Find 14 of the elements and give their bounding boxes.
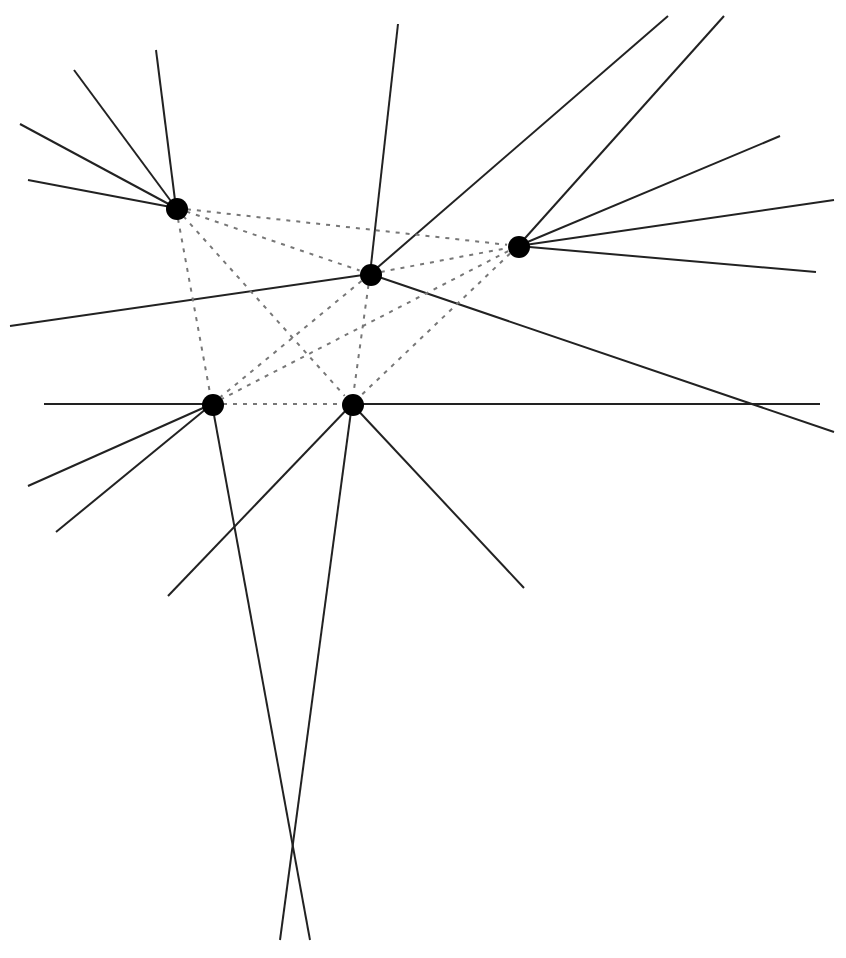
point-dot <box>507 235 529 257</box>
dotted-line <box>222 403 342 405</box>
dotted-line <box>220 250 510 400</box>
dotted-line <box>182 215 346 397</box>
dotted-line <box>219 280 363 398</box>
dotted-line <box>379 247 509 273</box>
dotted-line <box>177 217 211 395</box>
point-dot <box>165 197 187 219</box>
point-dot <box>201 393 223 415</box>
dotted-line <box>185 210 361 272</box>
point-dot <box>341 393 363 415</box>
dotted-line <box>185 208 509 246</box>
dotted-line <box>358 252 512 398</box>
point-dot <box>359 263 381 285</box>
